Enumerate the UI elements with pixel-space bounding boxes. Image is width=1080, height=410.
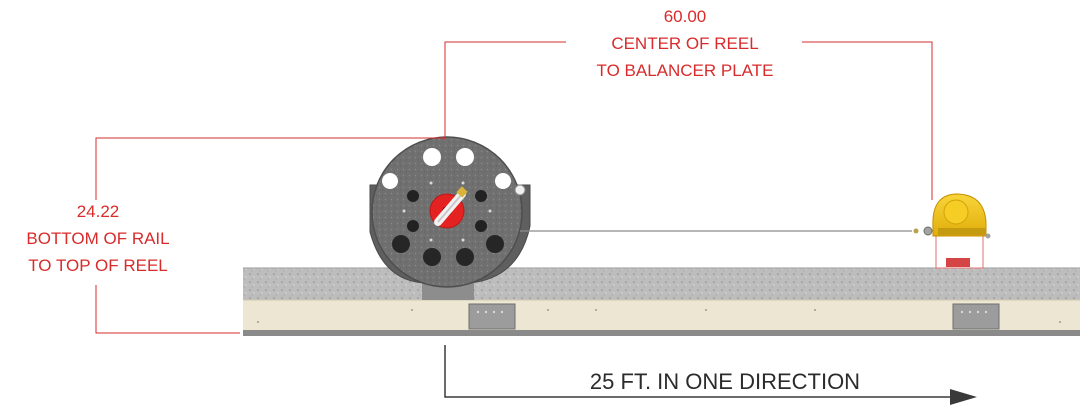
dimension-rail-to-reel: 24.22 BOTTOM OF RAIL TO TOP OF REEL [26, 137, 445, 334]
dimension-label-line1: CENTER OF REEL [611, 34, 758, 53]
reel-hose-fitting [434, 186, 468, 226]
dimension-reel-to-balancer: 60.00 CENTER OF REEL TO BALANCER PLATE [444, 7, 933, 200]
dimension-value-24: 24.22 [77, 202, 120, 221]
dimension-value-60: 60.00 [664, 7, 707, 26]
reel-side-roller [514, 184, 526, 196]
balancer [913, 193, 991, 269]
dimension-label-line2: TO BALANCER PLATE [597, 61, 774, 80]
reel-inner-holes [407, 190, 487, 232]
travel-arrow-line [444, 345, 950, 398]
rail-splice-plate-right [952, 303, 1000, 330]
dimension-line-right [802, 41, 933, 200]
travel-arrow: 25 FT. IN ONE DIRECTION [444, 345, 977, 405]
cable-reel [369, 136, 531, 300]
rail-bottom-edge [243, 330, 1080, 336]
dimension-line-top [95, 137, 445, 200]
reel-lower-holes [392, 235, 504, 266]
travel-label: 25 FT. IN ONE DIRECTION [590, 369, 860, 394]
dimension-label-line2: TO TOP OF REEL [28, 256, 168, 275]
rail-splice-plate-left [468, 303, 516, 330]
dimension-label-line1: BOTTOM OF RAIL [26, 229, 169, 248]
arrowhead-icon [950, 389, 977, 405]
rail [243, 267, 1080, 336]
dimension-line-bottom [95, 285, 240, 334]
reel-outer-holes [382, 148, 511, 189]
balancer-plate-bracket [946, 258, 970, 267]
balancer-connector [923, 226, 933, 236]
dimension-line-left [444, 41, 566, 140]
rail-cream-band [243, 300, 1080, 330]
rail-gravel-top [243, 268, 1080, 300]
